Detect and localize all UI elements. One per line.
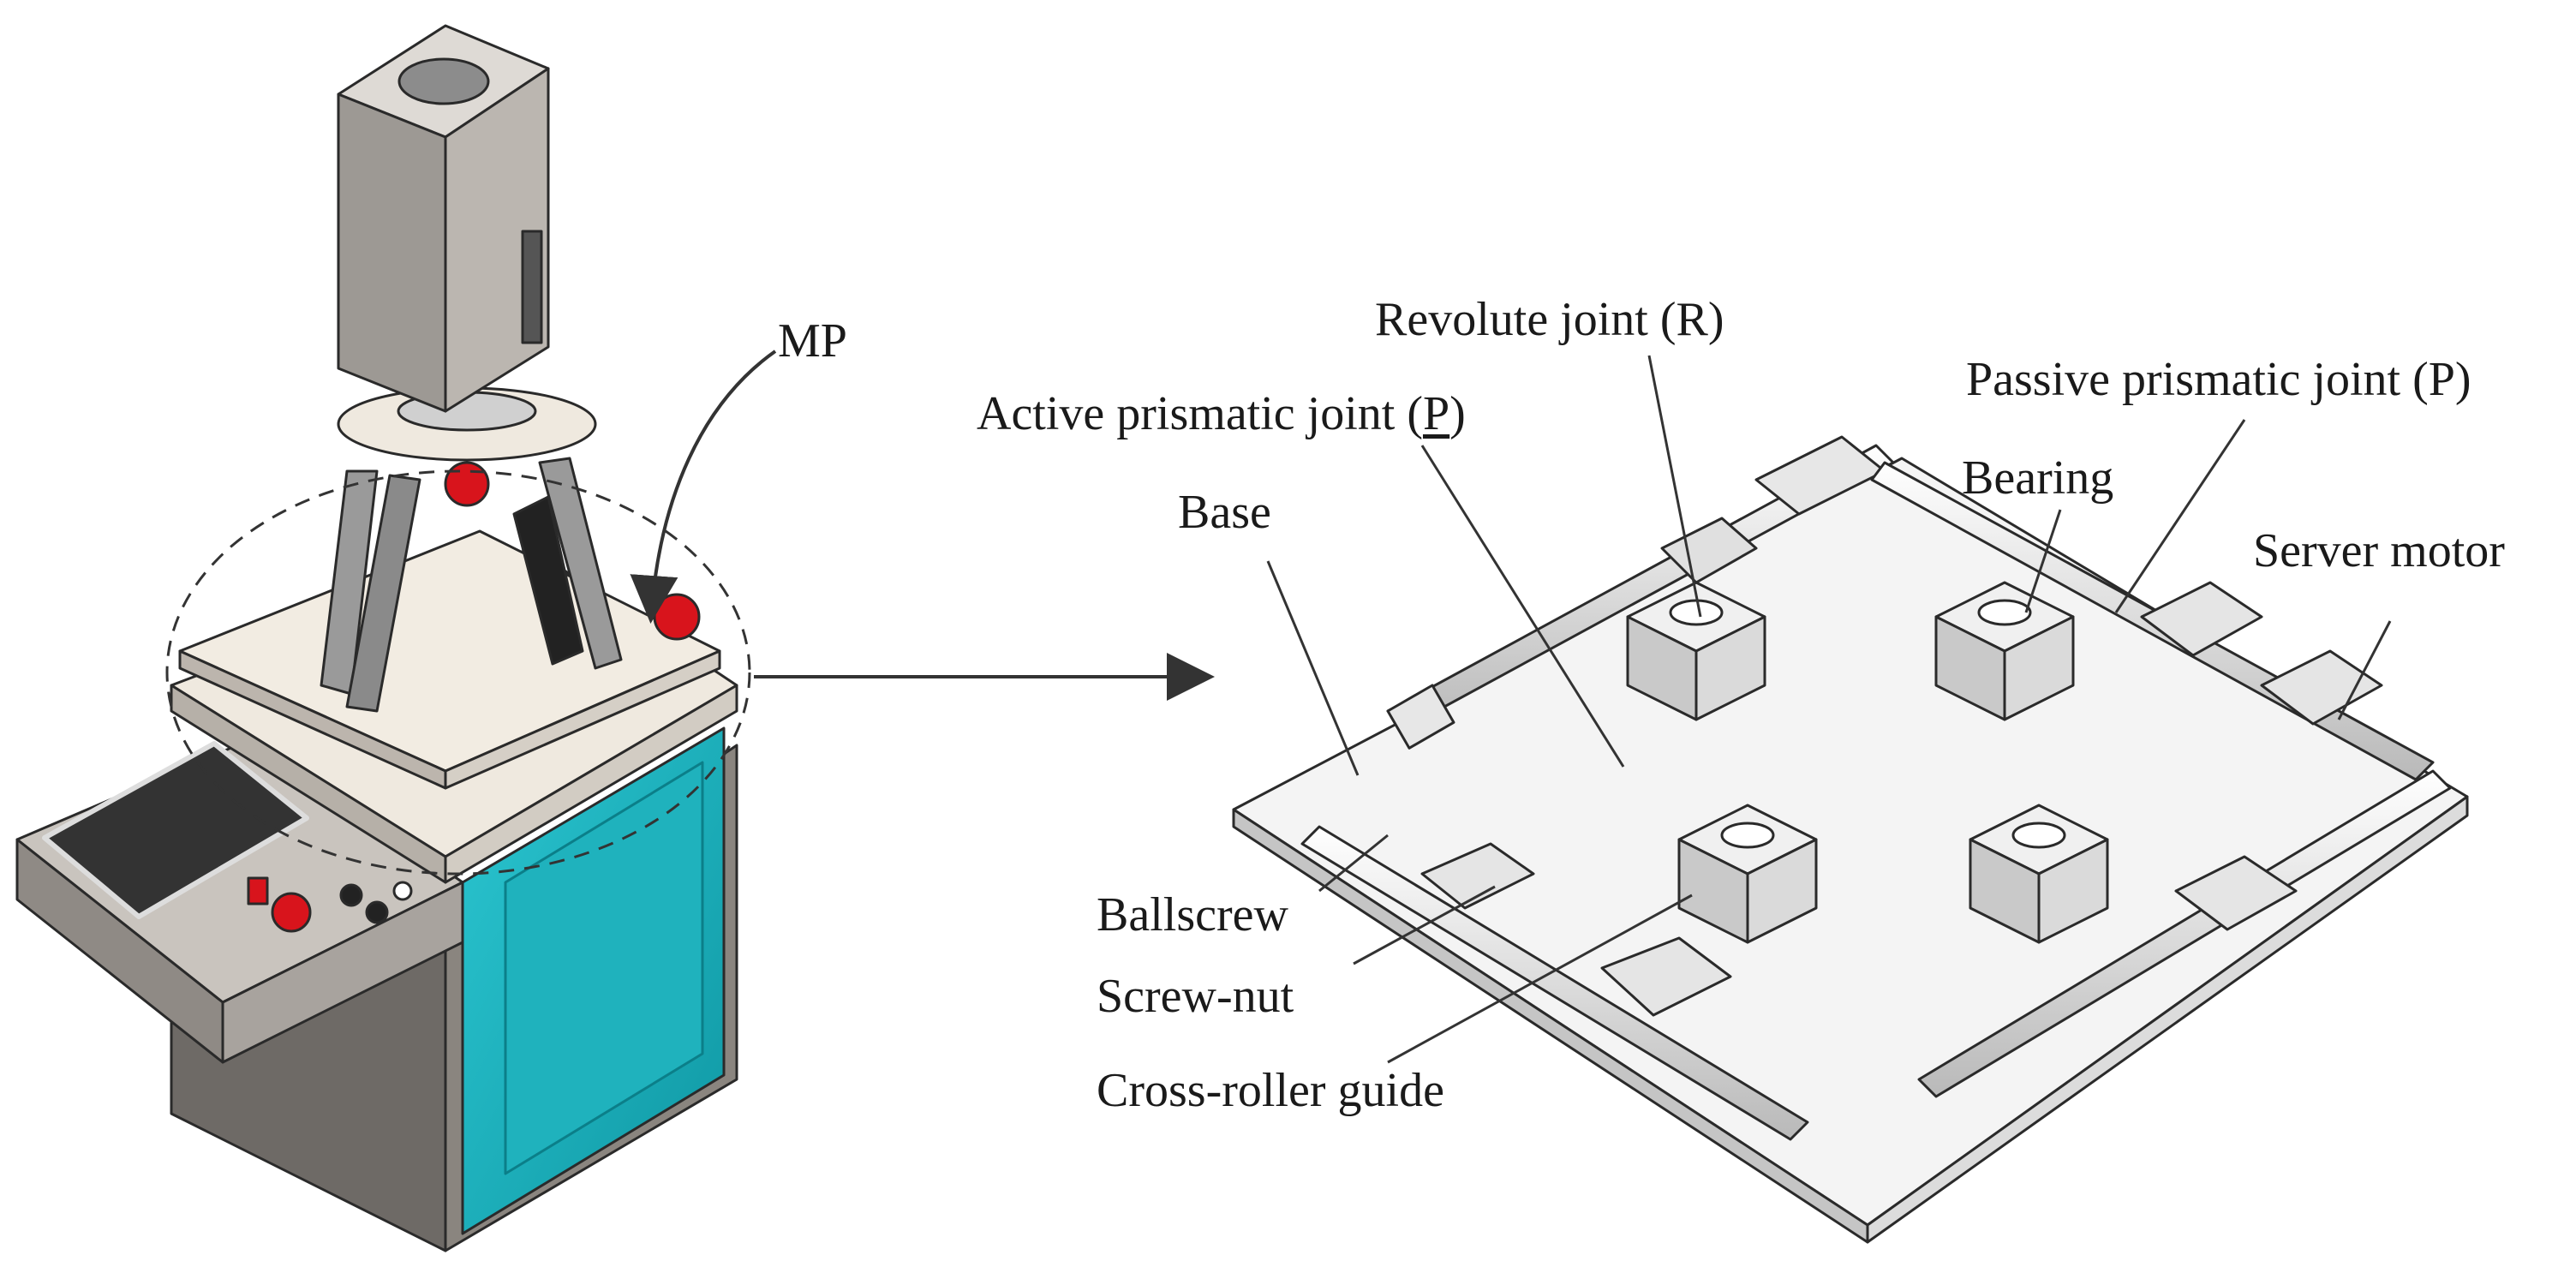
rail-right bbox=[1870, 461, 2435, 781]
joint-block-1 bbox=[1626, 581, 1766, 721]
label-screw-nut: Screw-nut bbox=[1097, 970, 1294, 1023]
joint-block-2 bbox=[1934, 581, 2075, 721]
rail-front bbox=[1300, 825, 1809, 1141]
leader-passive bbox=[2114, 419, 2246, 613]
label-passive-prismatic-joint: Passive prismatic joint (P) bbox=[1966, 353, 2471, 406]
joint-block-4 bbox=[1969, 804, 2109, 944]
leader-active bbox=[1420, 445, 1625, 768]
label-active-letter: P bbox=[1422, 387, 1450, 440]
tool-tower bbox=[337, 24, 550, 413]
rail-front-right bbox=[1917, 769, 2452, 1098]
control-console bbox=[15, 735, 464, 1064]
label-bearing: Bearing bbox=[1962, 451, 2114, 505]
mp-arrow bbox=[630, 350, 777, 624]
mechanism-assembly bbox=[1232, 435, 2469, 1244]
leader-screwnut bbox=[1353, 885, 1496, 965]
leader-base bbox=[1266, 560, 1360, 776]
leader-lines bbox=[1266, 355, 2392, 1064]
machine-assembly bbox=[15, 24, 738, 1252]
leader-revolute bbox=[1647, 355, 1702, 618]
cabinet-body bbox=[170, 726, 738, 1252]
label-active-suffix: ) bbox=[1449, 387, 1466, 440]
leader-server bbox=[2337, 620, 2392, 720]
label-active-prismatic-joint: Active prismatic joint (P) bbox=[977, 390, 1466, 438]
label-active-prefix: Active prismatic joint ( bbox=[977, 387, 1423, 440]
label-mp: MP bbox=[778, 314, 847, 368]
parallel-legs bbox=[320, 457, 623, 713]
leader-crossroller bbox=[1387, 893, 1693, 1064]
label-cross-roller-guide: Cross-roller guide bbox=[1097, 1064, 1444, 1117]
label-revolute-joint: Revolute joint (R) bbox=[1375, 293, 1724, 346]
leader-ballscrew bbox=[1318, 834, 1389, 893]
label-ballscrew: Ballscrew bbox=[1097, 888, 1288, 941]
label-base: Base bbox=[1178, 486, 1271, 539]
mp-highlight-ellipse bbox=[165, 469, 751, 876]
joint-block-3 bbox=[1677, 804, 1818, 944]
leader-bearing bbox=[2024, 509, 2062, 613]
label-server-motor: Server motor bbox=[2253, 524, 2505, 577]
